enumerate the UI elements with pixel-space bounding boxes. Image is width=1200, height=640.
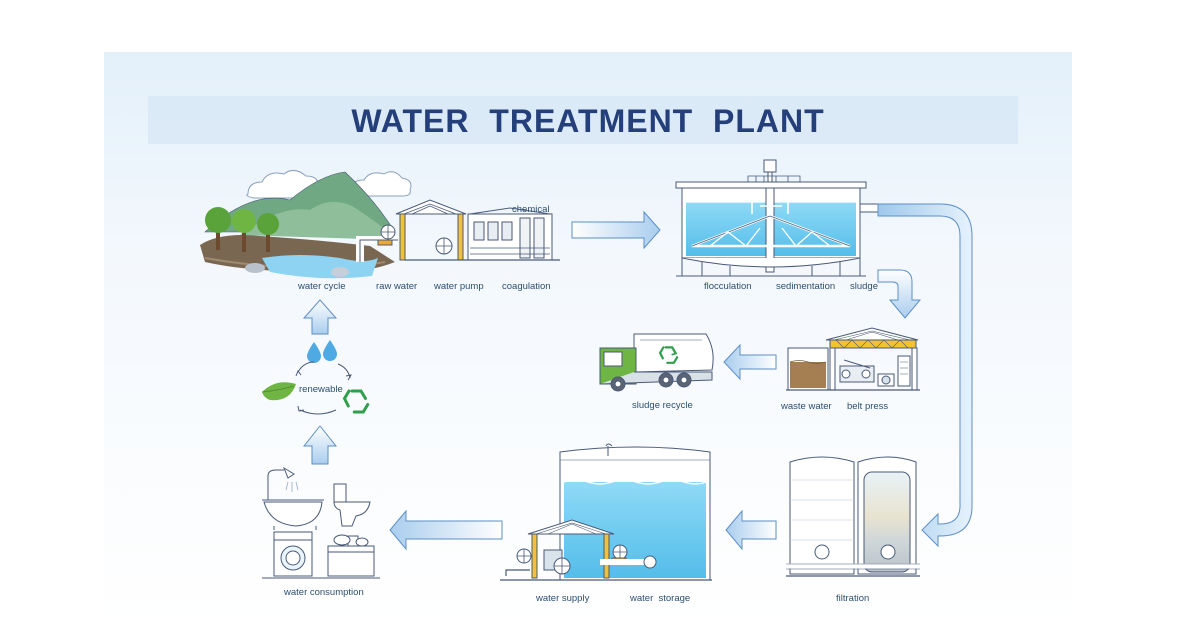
label-flocculation: flocculation — [704, 281, 752, 292]
sink-icon — [327, 534, 375, 577]
page-title: WATER TREATMENT PLANT — [351, 103, 824, 139]
flow-arrow-to-water-cycle — [302, 299, 338, 335]
label-raw-water: raw water — [376, 281, 417, 292]
label-water-cycle: water cycle — [297, 281, 346, 292]
label-water-storage: water storage — [629, 593, 690, 604]
label-water-pump: water pump — [433, 281, 484, 292]
recycle-icon — [658, 346, 679, 364]
sedimentation-tank — [675, 159, 879, 277]
pipe-to-filtration — [877, 203, 973, 548]
flow-arrow-to-flocculation — [571, 210, 661, 250]
washing-machine-icon — [273, 531, 313, 577]
label-chemical: chemical — [512, 204, 550, 215]
title-band — [148, 96, 1018, 144]
flow-arrow-to-storage — [725, 509, 777, 551]
label-filtration: filtration — [836, 593, 869, 604]
water-drop-icon — [323, 340, 337, 361]
label-sludge: sludge — [850, 281, 878, 292]
label-water-supply: water supply — [535, 593, 590, 604]
label-waste-water: waste water — [780, 401, 832, 412]
renewable-cycle — [261, 299, 370, 465]
coagulation-plant — [377, 199, 560, 261]
tree-icon — [205, 207, 279, 252]
toilet-icon — [333, 483, 371, 527]
flow-arrow-to-renewable — [302, 425, 338, 465]
water-cycle-scene — [200, 170, 412, 279]
label-water-consumption: water consumption — [283, 587, 364, 598]
recycle-icon — [342, 389, 370, 414]
water-consumption — [262, 466, 380, 579]
shower-icon — [267, 466, 299, 500]
leaf-icon — [262, 382, 296, 401]
flow-arrow-to-consumption — [389, 509, 503, 551]
belt-press-building — [786, 327, 920, 391]
label-sedimentation: sedimentation — [776, 281, 835, 292]
water-drop-icon — [307, 342, 321, 363]
label-sludge-recycle: sludge recycle — [632, 400, 693, 411]
label-coagulation: coagulation — [502, 281, 551, 292]
sludge-truck — [599, 333, 714, 392]
flow-arrow-to-belt-press — [877, 269, 922, 319]
flow-arrow-to-sludge-recycle — [723, 343, 777, 381]
water-storage-tank — [500, 443, 712, 581]
filtration-tanks — [786, 456, 920, 577]
label-belt-press: belt press — [847, 401, 888, 412]
label-renewable: renewable — [299, 384, 343, 395]
